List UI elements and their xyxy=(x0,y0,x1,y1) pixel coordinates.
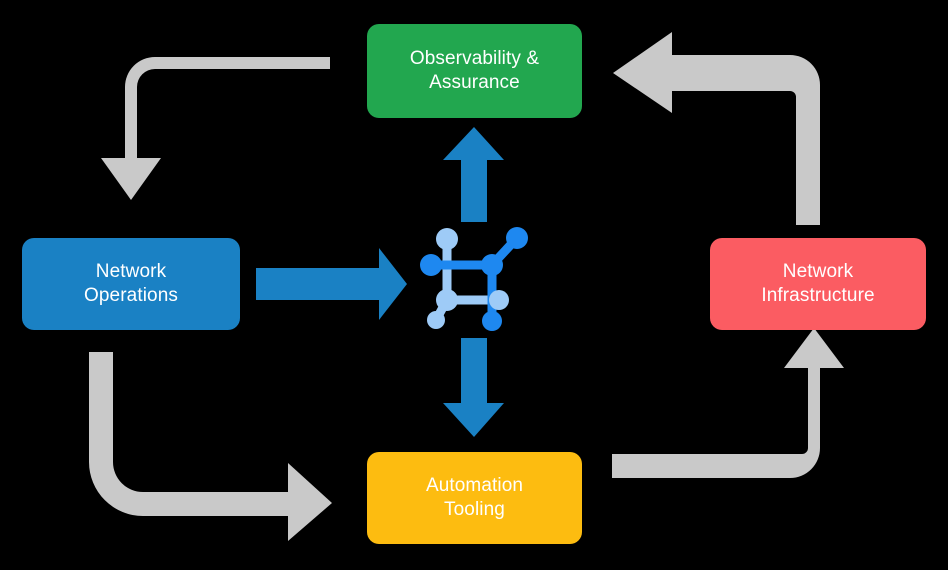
arrow-observability-to-operations xyxy=(101,57,330,200)
arrow-center-to-observability xyxy=(443,127,504,222)
box-observability-line2: Assurance xyxy=(429,72,520,93)
arrow-infrastructure-to-observability xyxy=(613,32,820,225)
network-topology-icon xyxy=(420,227,528,331)
arrow-operations-to-center xyxy=(256,248,407,320)
box-network-operations-line1: Network xyxy=(95,260,167,282)
arrow-automation-to-infrastructure xyxy=(612,328,844,478)
box-network-infrastructure-line1: Network xyxy=(782,260,854,282)
box-observability-assurance[interactable]: Observability & Assurance xyxy=(367,24,582,118)
box-observability-line1: Observability & xyxy=(409,47,540,69)
arrow-operations-to-automation xyxy=(89,352,332,541)
box-automation-tooling-label: Automation Tooling xyxy=(426,474,523,523)
box-automation-tooling-line2: Tooling xyxy=(444,499,505,520)
box-network-infrastructure-label: Network Infrastructure xyxy=(761,260,874,309)
box-network-operations-label: Network Operations xyxy=(84,260,178,309)
box-observability-label: Observability & Assurance xyxy=(410,47,539,96)
box-network-operations[interactable]: Network Operations xyxy=(22,238,240,330)
box-automation-tooling-line1: Automation xyxy=(425,474,524,496)
box-network-infrastructure-line2: Infrastructure xyxy=(761,285,875,306)
box-network-infrastructure[interactable]: Network Infrastructure xyxy=(710,238,926,330)
box-network-operations-line2: Operations xyxy=(84,285,178,306)
topology-nodes xyxy=(420,227,528,331)
arrow-center-to-automation xyxy=(443,338,504,437)
box-automation-tooling[interactable]: Automation Tooling xyxy=(367,452,582,544)
